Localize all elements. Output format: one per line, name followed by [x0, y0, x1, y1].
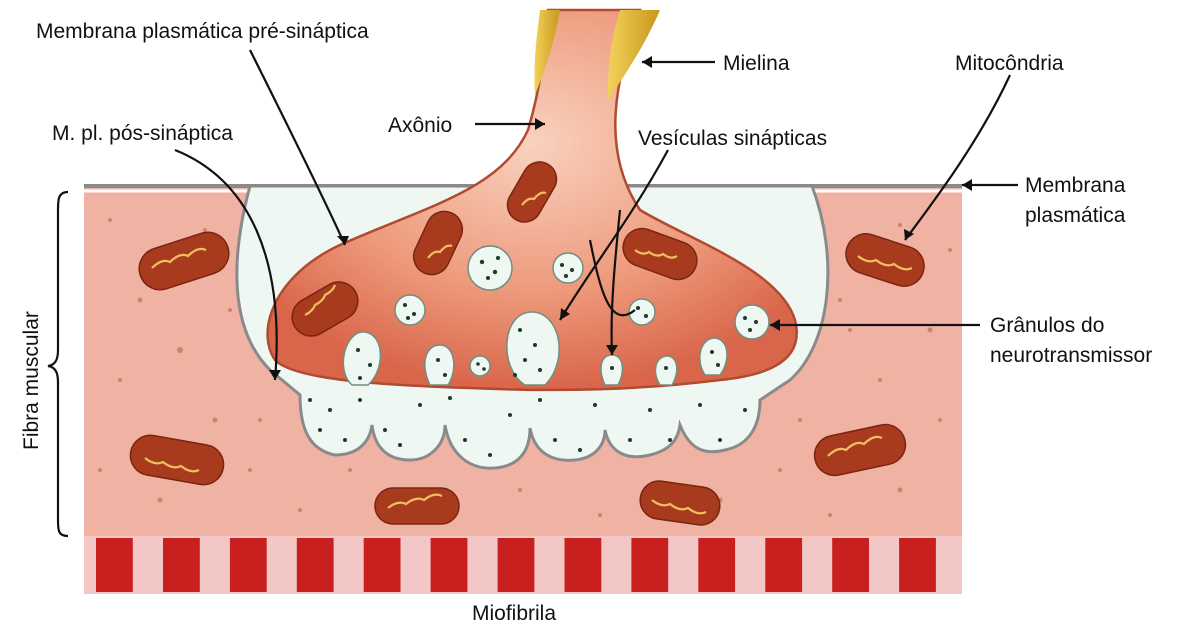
label-post-synaptic-membrane: M. pl. pós-sináptica	[52, 122, 233, 145]
myofibril-stripe	[498, 538, 535, 592]
myofibril-stripe	[565, 538, 602, 592]
myofibril-stripe	[899, 538, 936, 592]
label-pre-synaptic-membrane: Membrana plasmática pré-sináptica	[36, 20, 369, 43]
myofibril-stripe	[832, 538, 869, 592]
myofibril-stripe	[765, 538, 802, 592]
myofibril-stripe	[163, 538, 200, 592]
myofibril-stripe	[631, 538, 668, 592]
myofibril-stripe	[96, 538, 133, 592]
myofibril-stripe	[297, 538, 334, 592]
label-plasma-membrane-line1: Membrana	[1025, 174, 1126, 197]
label-myofibril: Miofibrila	[472, 602, 556, 625]
myofibril-stripe	[698, 538, 735, 592]
myofibril-stripe	[230, 538, 267, 592]
label-granules-line2: neurotransmissor	[990, 344, 1152, 367]
label-granules-line1: Grânulos do	[990, 314, 1104, 337]
myofibril-stripe	[364, 538, 401, 592]
label-muscle-fiber: Fibra muscular	[20, 311, 43, 450]
label-axon: Axônio	[388, 114, 452, 137]
label-synaptic-vesicles: Vesículas sinápticas	[638, 127, 827, 150]
myofibril-stripe	[431, 538, 468, 592]
label-myelin: Mielina	[723, 52, 790, 75]
label-mitochondria: Mitocôndria	[955, 52, 1064, 75]
label-plasma-membrane-line2: plasmática	[1025, 204, 1126, 227]
muscle-fiber-bracket	[48, 192, 68, 536]
